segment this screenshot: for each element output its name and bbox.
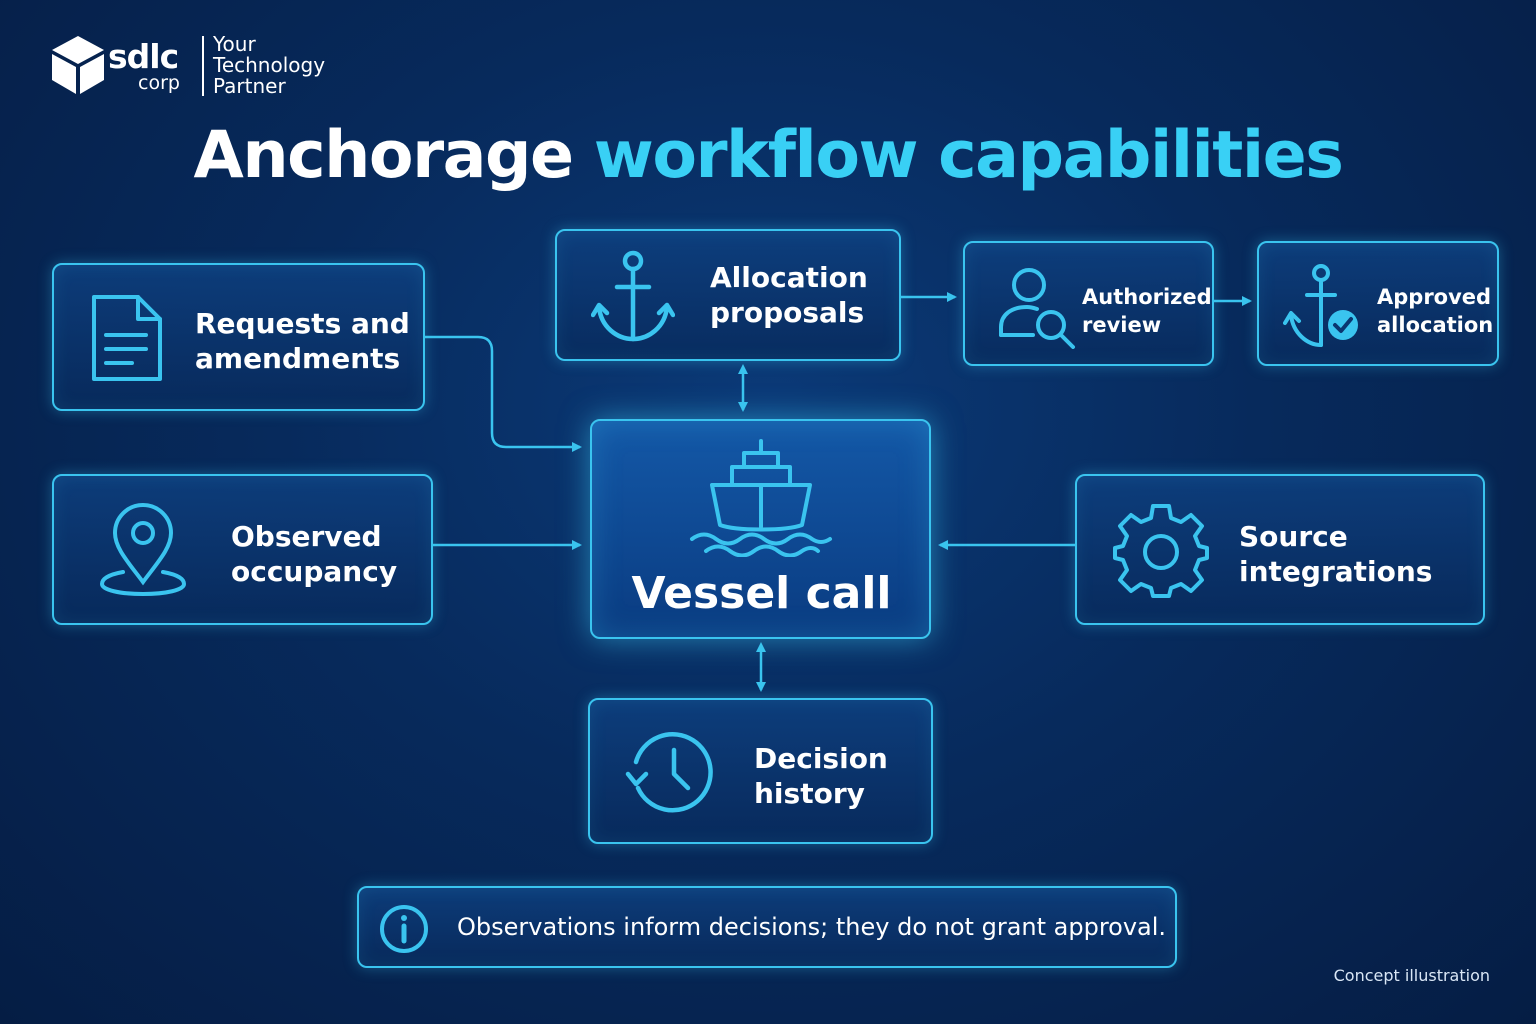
ship-icon <box>690 439 832 557</box>
node-authorized: Authorized review <box>963 241 1214 366</box>
cube-logo-icon <box>52 36 104 94</box>
node-vessel-call: Vessel call <box>590 419 931 639</box>
node-source: Source integrations <box>1075 474 1485 625</box>
note-text: Observations inform decisions; they do n… <box>457 913 1167 941</box>
arrow-requests-to-vessel <box>425 335 582 452</box>
user-search-icon <box>999 268 1075 349</box>
brand-sub: corp <box>138 72 180 94</box>
document-icon <box>92 295 162 381</box>
node-approved-label: Approved allocation <box>1377 285 1494 337</box>
brand-name: sdlc <box>108 37 179 76</box>
node-requests-label: Requests and amendments <box>195 307 410 375</box>
brand-separator <box>202 36 204 96</box>
node-decision-label: Decision history <box>754 742 888 810</box>
node-allocation: Allocation proposals <box>555 229 901 361</box>
title-part1: Anchorage <box>193 118 575 193</box>
node-allocation-label: Allocation proposals <box>710 261 868 329</box>
node-approved: Approved allocation <box>1257 241 1499 366</box>
gear-icon <box>1113 504 1209 598</box>
history-clock-icon <box>625 732 713 813</box>
title-part2: workflow capabilities <box>593 118 1344 193</box>
info-icon <box>380 905 428 953</box>
location-pin-icon <box>99 503 187 597</box>
node-authorized-label: Authorized review <box>1082 285 1212 337</box>
anchor-check-icon <box>1283 264 1358 347</box>
node-observed-label: Observed occupancy <box>231 520 398 588</box>
node-requests: Requests and amendments <box>52 263 425 411</box>
brand-logo: sdlc corp Your Technology Partner <box>50 32 350 102</box>
node-observed: Observed occupancy <box>52 474 433 625</box>
node-vessel-label: Vessel call <box>631 568 892 619</box>
anchor-icon <box>591 250 675 342</box>
brand-tagline: Your Technology Partner <box>213 32 326 98</box>
page-title: Anchorage workflow capabilities <box>0 118 1536 193</box>
node-source-label: Source integrations <box>1239 520 1433 588</box>
note-banner: Observations inform decisions; they do n… <box>357 886 1177 968</box>
node-decision: Decision history <box>588 698 933 844</box>
concept-caption: Concept illustration <box>1333 966 1490 985</box>
